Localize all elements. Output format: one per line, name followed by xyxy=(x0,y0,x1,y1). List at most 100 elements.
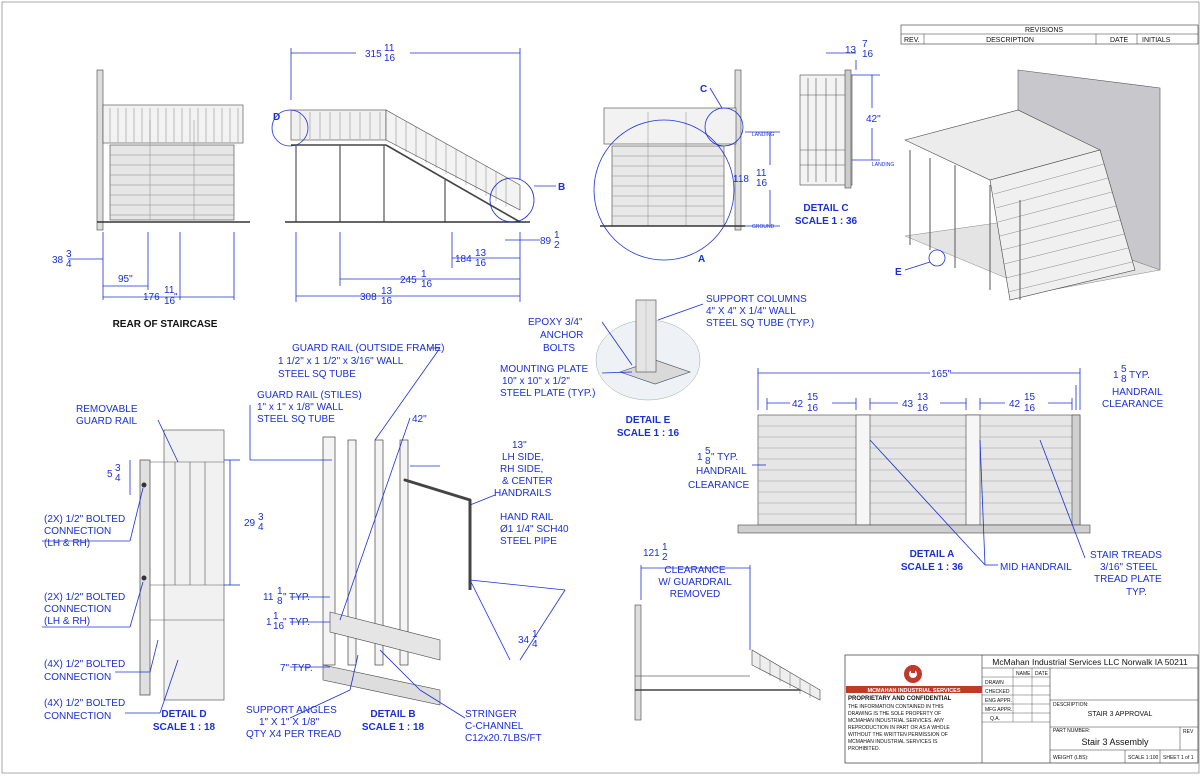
plate-line-3: STEEL PLATE (TYP.) xyxy=(500,388,595,399)
detail-b-view: GUARD RAIL (OUTSIDE FRAME) 1 1/2" x 1 1/… xyxy=(246,343,569,744)
detail-a-circle xyxy=(593,119,735,261)
detail-b-circle xyxy=(489,177,535,223)
typ-left-whole: 1 xyxy=(697,452,703,463)
typ-right-den: 8 xyxy=(1121,374,1127,385)
rear-view: 38 3 4 95" 176 11 16 " REAR OF STAIRCASE xyxy=(52,69,250,330)
ground-label: GROUND xyxy=(752,224,775,230)
typ-left-den: 8 xyxy=(705,456,711,467)
dim-95: 95" xyxy=(118,274,133,285)
dim-118: 118 xyxy=(733,174,749,185)
dim-11-den: 8 xyxy=(277,596,283,607)
dim-5-den: 4 xyxy=(115,473,121,484)
detail-d-title: DETAIL D xyxy=(161,709,206,720)
plate-line-2: 10" x 10" x 1/2" xyxy=(502,376,570,387)
logo-text: MCMAHAN INDUSTRIAL SERVICES xyxy=(868,688,961,694)
typ-right-num: 5 xyxy=(1121,364,1127,375)
stringer-line-3: C12x20.7LBS/FT xyxy=(465,733,542,744)
dim-121: 121 xyxy=(643,548,660,559)
handrail-line-3: STEEL PIPE xyxy=(500,536,557,547)
dim-11-num: 1 xyxy=(277,586,283,597)
columns-line-3: STEEL SQ TUBE (TYP.) xyxy=(706,318,814,329)
conf-line-5: WITHOUT THE WRITTEN PERMISSION OF xyxy=(848,732,948,738)
title-block: MCMAHAN INDUSTRIAL SERVICES PROPRIETARY … xyxy=(844,654,1199,764)
revisions-table: REVISIONS REV. DESCRIPTION DATE INITIALS xyxy=(900,24,1199,45)
callout-e: E xyxy=(895,267,902,278)
isometric-view: E xyxy=(895,69,1161,301)
clearance-line-1: CLEARANCE xyxy=(664,565,725,576)
columns-line-2: 4" X 4" X 1/4" WALL xyxy=(706,306,796,317)
row-eng-appr: ENG APPR. xyxy=(985,698,1012,704)
landing-label-2: LANDING xyxy=(872,162,894,168)
removable-line-2: GUARD RAIL xyxy=(76,416,138,427)
scale-label: SCALE 1:100 xyxy=(1128,755,1159,761)
row-qa: Q.A. xyxy=(990,716,1000,722)
typ-left-text: " TYP. xyxy=(711,452,738,463)
dim-176-unit: " xyxy=(174,292,178,303)
callout-a: A xyxy=(698,254,705,265)
conf-line-2: DRAWING IS THE SOLE PROPERTY OF xyxy=(848,711,941,717)
dim-1-den: 16 xyxy=(273,621,285,632)
d13-line-4: & CENTER xyxy=(502,476,553,487)
dim-34-num: 1 xyxy=(532,629,538,640)
dim-34-den: 4 xyxy=(532,639,538,650)
dim-43: 43 xyxy=(902,399,914,410)
dim-13-c: 13 xyxy=(845,45,857,56)
dim-42-b: 42" xyxy=(412,414,427,425)
dim-5: 5 xyxy=(107,469,113,480)
epoxy-line-2: ANCHOR xyxy=(540,330,583,341)
conf-line-6: MCMAHAN INDUSTRIAL SERVICES IS xyxy=(848,739,938,745)
dim-13-c-den: 16 xyxy=(862,49,874,60)
dim-245: 245 xyxy=(400,275,417,286)
dim-5-num: 3 xyxy=(115,463,121,474)
guard-outside-line-2: 1 1/2" x 1 1/2" x 3/16" WALL xyxy=(278,356,404,367)
detail-c-view: 13 7 16 42" LANDING DETAIL C SCALE 1 : 3… xyxy=(795,39,894,227)
d13-line-5: HANDRAILS xyxy=(494,488,552,499)
detail-b-scale: SCALE 1 : 18 xyxy=(362,722,425,733)
handrail-line-2: Ø1 1/4" SCH40 xyxy=(500,524,569,535)
dim-1-num: 1 xyxy=(273,611,279,622)
detail-e-title: DETAIL E xyxy=(626,415,671,426)
dim-29-den: 4 xyxy=(258,522,264,533)
dim-11: 11 xyxy=(263,592,274,603)
dim-118-num: 11 xyxy=(756,168,767,179)
conn2-line-2: CONNECTION xyxy=(44,604,111,615)
front-view: C A LANDING GROUND 118 11 16 xyxy=(593,69,780,265)
epoxy-line-1: EPOXY 3/4" xyxy=(528,317,583,328)
desc-label: DESCRIPTION: xyxy=(1053,702,1089,708)
dim-42b-num: 15 xyxy=(1024,392,1036,403)
dim-315: 315 xyxy=(365,49,382,60)
dim-184-num: 13 xyxy=(475,248,487,259)
d13-line-1: 13" xyxy=(512,440,527,451)
detail-a-scale: SCALE 1 : 36 xyxy=(901,562,964,573)
hc-left-2: CLEARANCE xyxy=(688,480,749,491)
conf-line-7: PROHIBITED. xyxy=(848,746,880,752)
dim-245-den: 16 xyxy=(421,279,433,290)
conn4-line-1: (4X) 1/2" BOLTED xyxy=(44,698,125,709)
conn1-line-1: (2X) 1/2" BOLTED xyxy=(44,514,125,525)
callout-b: B xyxy=(558,182,565,193)
dim-315-den: 16 xyxy=(384,53,396,64)
conn1-line-3: (LH & RH) xyxy=(44,538,90,549)
rev-label: REV xyxy=(1183,729,1194,735)
hc-right-1: HANDRAIL xyxy=(1112,387,1163,398)
company-logo xyxy=(904,665,922,683)
conf-line-4: REPRODUCTION IN PART OR AS A WHOLE xyxy=(848,725,950,731)
guard-stiles-line-1: GUARD RAIL (STILES) xyxy=(257,390,362,401)
conn3-line-1: (4X) 1/2" BOLTED xyxy=(44,659,125,670)
detail-d-view: REMOVABLE GUARD RAIL 5 3 4 29 3 4 (2X) 1… xyxy=(42,404,264,733)
rev-col-date: DATE xyxy=(1110,37,1128,44)
guard-stiles-line-3: STEEL SQ TUBE xyxy=(257,414,335,425)
rear-view-title: REAR OF STAIRCASE xyxy=(113,319,218,330)
typ-right-text: TYP. xyxy=(1129,370,1150,381)
detail-a-view: 165" 42 15 16 43 13 16 42 15 16 1 5 8 TY… xyxy=(688,364,1163,598)
dim-315-num: 11 xyxy=(384,43,395,54)
row-checked: CHECKED xyxy=(985,689,1010,695)
dim-38-num: 3 xyxy=(66,249,72,260)
angles-line-3: QTY X4 PER TREAD xyxy=(246,729,341,740)
weight-label: WEIGHT (LBS): xyxy=(1053,755,1088,761)
handrail-line-1: HAND RAIL xyxy=(500,512,554,523)
dim-1: 1 xyxy=(266,617,272,628)
